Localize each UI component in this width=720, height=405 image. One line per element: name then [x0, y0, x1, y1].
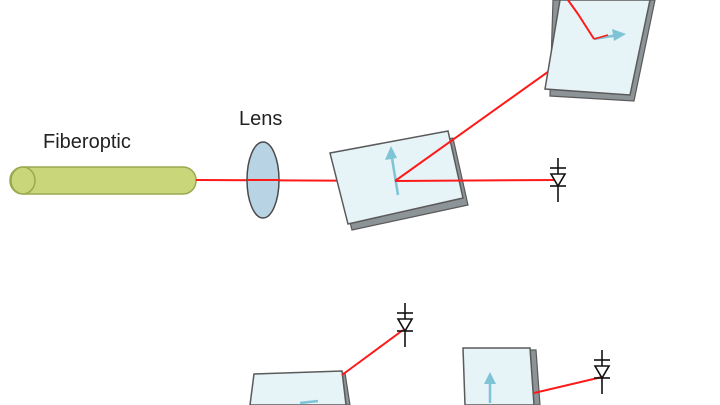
beam-transmitted [394, 179, 557, 182]
splitter-plate-top [329, 130, 469, 231]
lens-label: Lens [239, 108, 283, 130]
optic-axis-arrow-icon [385, 146, 397, 160]
beam-bottom-right [533, 376, 603, 394]
upper-prism [544, 0, 656, 102]
fiberoptic-cable [9, 166, 197, 195]
photodiode-icon [396, 303, 414, 347]
bottom-prism-right [462, 347, 541, 405]
optic-axis-arrow-icon [612, 29, 626, 41]
bottom-plate-left [249, 370, 351, 405]
photodiode-icon [549, 158, 567, 202]
optic-axis-arrow-icon [484, 372, 496, 384]
photodiode-icon [593, 350, 611, 394]
beam-bottom-left [341, 329, 404, 376]
fiberoptic-label: Fiberoptic [43, 131, 131, 153]
